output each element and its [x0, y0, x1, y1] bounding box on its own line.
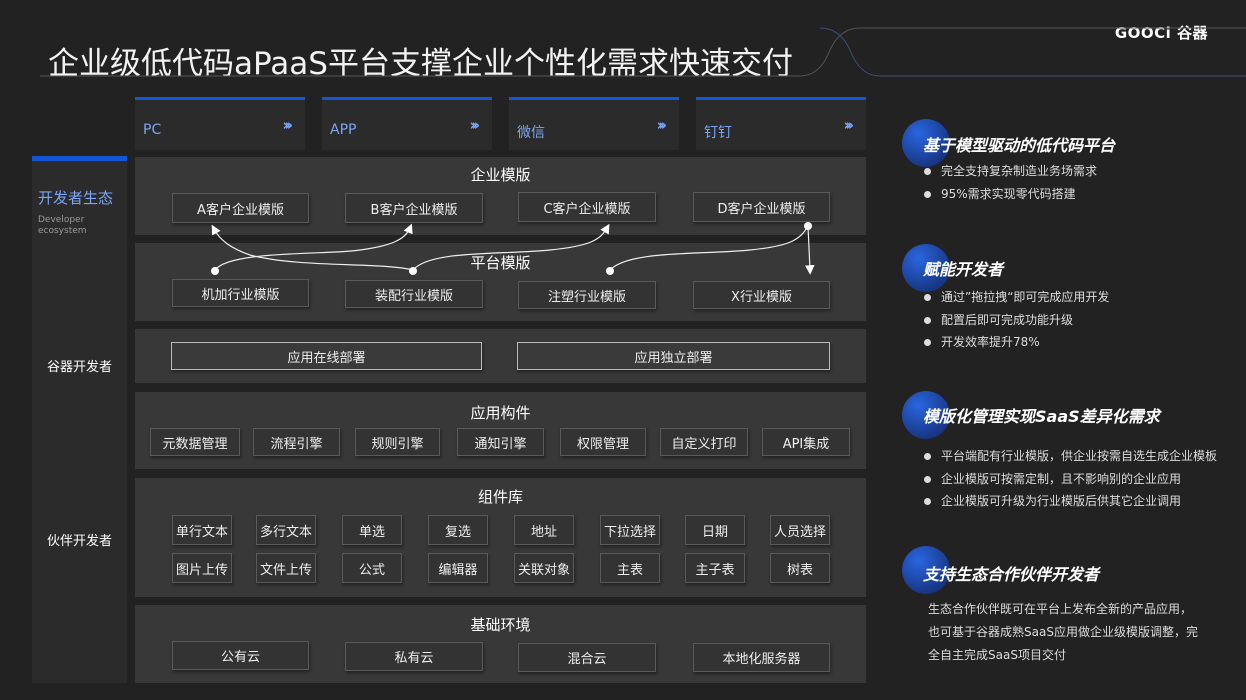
- enterprise-templates-row: 企业模版 A客户企业模版 B客户企业模版 C客户企业模版 D客户企业模版: [135, 157, 866, 235]
- library-widget[interactable]: 树表: [770, 553, 830, 583]
- bullet-item: 开发效率提升78%: [922, 333, 1040, 350]
- enterprise-template-b[interactable]: B客户企业模版: [345, 193, 483, 223]
- library-widget[interactable]: 下拉选择: [600, 515, 660, 545]
- row-title: 企业模版: [470, 166, 531, 184]
- library-widget[interactable]: 复选: [428, 515, 488, 545]
- section-title: 支持生态合作伙伴开发者: [923, 565, 1100, 584]
- env-private-cloud[interactable]: 私有云: [345, 642, 483, 671]
- component-permission[interactable]: 权限管理: [560, 428, 646, 456]
- library-widget[interactable]: 公式: [342, 553, 402, 583]
- triple-chevron-right-icon: ›››: [656, 116, 666, 134]
- triple-chevron-right-icon: ›››: [843, 116, 853, 134]
- triple-chevron-right-icon: ›››: [282, 116, 292, 134]
- header-decoration-line: [40, 27, 1246, 77]
- deployment-row: 应用在线部署 应用独立部署: [135, 329, 866, 383]
- platform-template-x[interactable]: X行业模版: [693, 281, 830, 309]
- row-title: 平台模版: [470, 254, 531, 272]
- library-widget[interactable]: 主表: [600, 553, 660, 583]
- component-library-row: 组件库 单行文本多行文本单选复选地址下拉选择日期人员选择图片上传文件上传公式编辑…: [135, 478, 866, 597]
- channel-app[interactable]: APP ›››: [322, 97, 492, 150]
- developer-ecosystem-subtitle: Developer ecosystem: [38, 215, 87, 236]
- enterprise-template-d[interactable]: D客户企业模版: [693, 192, 830, 222]
- library-widget[interactable]: 单选: [342, 515, 402, 545]
- app-components-row: 应用构件 元数据管理 流程引擎 规则引擎 通知引擎 权限管理 自定义打印 API…: [135, 392, 866, 469]
- component-api[interactable]: API集成: [762, 428, 850, 456]
- component-rule-engine[interactable]: 规则引擎: [355, 428, 440, 456]
- component-notify-engine[interactable]: 通知引擎: [457, 428, 544, 456]
- section-paragraph: 生态合作伙伴既可在平台上发布全新的产品应用， 也可基于谷器成熟SaaS应用做企业…: [928, 598, 1198, 667]
- env-public-cloud[interactable]: 公有云: [172, 641, 309, 670]
- component-metadata[interactable]: 元数据管理: [150, 428, 240, 456]
- platform-template-injection[interactable]: 注塑行业模版: [518, 281, 656, 309]
- bullet-item: 配置后即可完成功能升级: [922, 311, 1073, 328]
- triple-chevron-right-icon: ›››: [469, 116, 479, 134]
- channel-dingtalk[interactable]: 钉钉 ›››: [696, 97, 866, 150]
- row-title: 基础环境: [470, 616, 531, 634]
- guqi-developer-label: 谷器开发者: [46, 360, 112, 375]
- enterprise-template-a[interactable]: A客户企业模版: [172, 193, 309, 223]
- library-widget[interactable]: 图片上传: [172, 553, 232, 583]
- paragraph-line: 也可基于谷器成熟SaaS应用做企业级模版调整，完: [928, 625, 1198, 639]
- library-widget[interactable]: 单行文本: [172, 515, 232, 545]
- channel-pc[interactable]: PC ›››: [135, 97, 305, 150]
- bullet-item: 完全支持复杂制造业务场需求: [922, 162, 1097, 179]
- platform-template-assembly[interactable]: 装配行业模版: [345, 280, 483, 308]
- channel-label: PC: [143, 122, 162, 138]
- bullet-item: 通过”拖拉拽“即可完成应用开发: [922, 288, 1109, 305]
- library-widget[interactable]: 主子表: [685, 553, 745, 583]
- base-environment-row: 基础环境 公有云 私有云 混合云 本地化服务器: [135, 605, 866, 683]
- library-widget[interactable]: 编辑器: [428, 553, 488, 583]
- bullet-item: 企业模版可按需定制，且不影响别的企业应用: [922, 470, 1181, 487]
- component-custom-print[interactable]: 自定义打印: [660, 428, 748, 456]
- platform-templates-row: 平台模版 机加行业模版 装配行业模版 注塑行业模版 X行业模版: [135, 243, 866, 321]
- bullet-item: 95%需求实现零代码搭建: [922, 185, 1076, 202]
- partner-developer-label: 伙伴开发者: [46, 534, 112, 549]
- library-widget[interactable]: 关联对象: [514, 553, 574, 583]
- library-widget[interactable]: 人员选择: [770, 515, 830, 545]
- channel-label: 钉钉: [704, 125, 732, 141]
- paragraph-line: 全自主完成SaaS项目交付: [928, 648, 1066, 662]
- channel-label: 微信: [517, 125, 545, 141]
- channel-label: APP: [330, 122, 357, 138]
- section-title: 模版化管理实现SaaS差异化需求: [923, 407, 1160, 426]
- library-widget[interactable]: 日期: [685, 515, 745, 545]
- paragraph-line: 生态合作伙伴既可在平台上发布全新的产品应用，: [928, 602, 1193, 616]
- online-deployment[interactable]: 应用在线部署: [171, 342, 482, 370]
- enterprise-template-c[interactable]: C客户企业模版: [518, 192, 656, 222]
- developer-ecosystem-title: 开发者生态: [38, 189, 114, 207]
- component-workflow[interactable]: 流程引擎: [253, 428, 340, 456]
- section-title: 赋能开发者: [923, 260, 1004, 279]
- env-hybrid-cloud[interactable]: 混合云: [518, 643, 656, 672]
- channel-wechat[interactable]: 微信 ›››: [509, 97, 679, 150]
- platform-template-machining[interactable]: 机加行业模版: [172, 279, 309, 307]
- section-orb-icon: [902, 244, 950, 292]
- library-widget[interactable]: 文件上传: [256, 553, 316, 583]
- row-title: 应用构件: [470, 404, 531, 422]
- bullet-item: 企业模版可升级为行业模版后供其它企业调用: [922, 492, 1181, 509]
- developer-column: 开发者生态 Developer ecosystem 谷器开发者 伙伴开发者: [32, 156, 127, 683]
- env-local-server[interactable]: 本地化服务器: [693, 643, 830, 672]
- section-orb-icon: [902, 546, 950, 594]
- library-widget[interactable]: 地址: [514, 515, 574, 545]
- section-orb-icon: [902, 391, 950, 439]
- row-title: 组件库: [477, 488, 523, 506]
- library-widget[interactable]: 多行文本: [256, 515, 316, 545]
- bullet-item: 平台端配有行业模版，供企业按需自选生成企业模板: [922, 447, 1217, 464]
- section-title: 基于模型驱动的低代码平台: [923, 136, 1116, 155]
- section-orb-icon: [902, 119, 950, 167]
- standalone-deployment[interactable]: 应用独立部署: [517, 342, 830, 370]
